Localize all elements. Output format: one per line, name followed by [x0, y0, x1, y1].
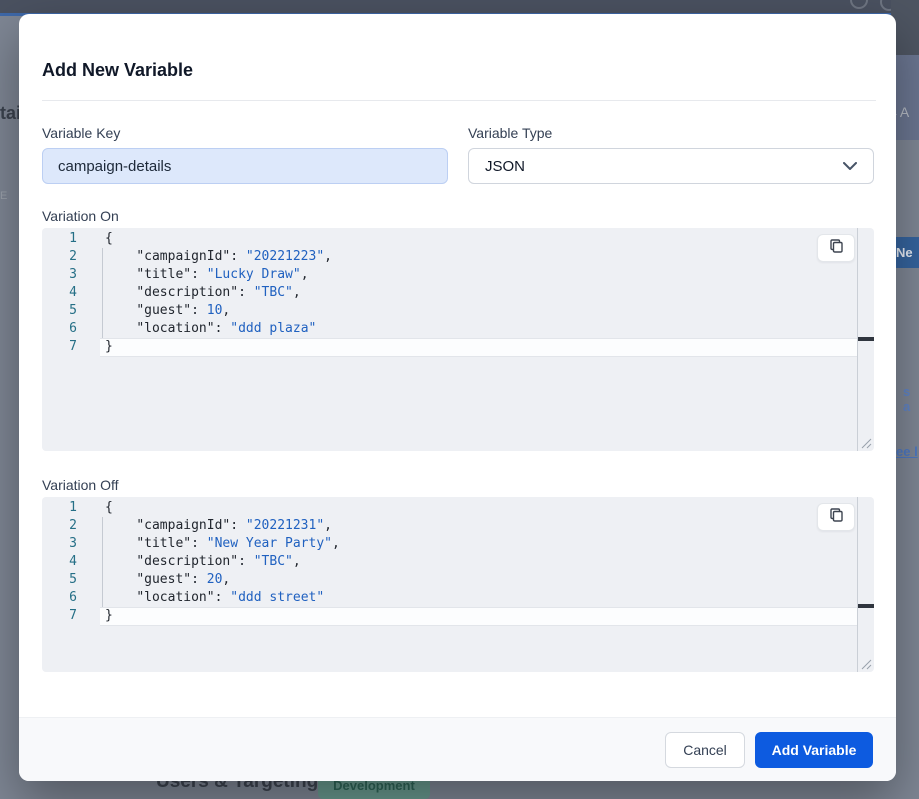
- background-topbar: [0, 0, 919, 13]
- scrollbar-thumb[interactable]: [858, 604, 874, 608]
- variation-off-label: Variation Off: [42, 477, 119, 493]
- line-number: 5: [69, 572, 77, 587]
- indent-guide: [102, 248, 103, 338]
- code-line: "description": "TBC",: [136, 285, 301, 300]
- variation-off-editor[interactable]: 1 2 3 4 5 6 7 { "campaignId": "20221231", "tit…: [42, 497, 874, 672]
- background-clipped-heading: tai: [0, 103, 22, 123]
- resize-grip[interactable]: [860, 437, 872, 449]
- variable-key-input[interactable]: [42, 148, 448, 184]
- code-line: "title": "Lucky Draw",: [136, 267, 309, 282]
- variation-on-editor[interactable]: 1 2 3 4 5 6 7 { "campaignId": "20221223", "tit…: [42, 228, 874, 451]
- line-number: 4: [69, 285, 77, 300]
- background-link: s a: [903, 384, 911, 414]
- variable-type-label: Variable Type: [468, 125, 553, 141]
- chevron-down-icon: [843, 161, 857, 171]
- code-line: "location": "ddd plaza": [136, 321, 317, 336]
- modal-title: Add New Variable: [42, 60, 194, 80]
- line-number: 6: [69, 590, 77, 605]
- code-line: }: [105, 608, 113, 623]
- copy-icon: [829, 507, 844, 527]
- scrollbar-thumb[interactable]: [858, 337, 874, 341]
- line-number: 7: [69, 339, 77, 354]
- code-line: "campaignId": "20221231",: [136, 518, 332, 533]
- line-number: 3: [69, 267, 77, 282]
- editor-gutter: 1 2 3 4 5 6 7: [42, 499, 77, 625]
- variable-type-select[interactable]: JSON: [468, 148, 874, 184]
- code-line: }: [105, 339, 113, 354]
- variation-on-label: Variation On: [42, 208, 119, 224]
- line-number: 1: [69, 231, 77, 246]
- line-number: 3: [69, 536, 77, 551]
- code-line: {: [105, 500, 113, 515]
- active-line-highlight: [100, 607, 858, 626]
- code-line: "guest": 20,: [136, 572, 231, 587]
- add-variable-button[interactable]: Add Variable: [755, 731, 873, 768]
- background-link: ee l: [896, 444, 918, 459]
- editor-code: { "campaignId": "20221231", "title": "Ne…: [105, 499, 854, 625]
- code-line: "guest": 10,: [136, 303, 231, 318]
- code-line: {: [105, 231, 113, 246]
- scrollbar-track: [857, 228, 858, 451]
- resize-grip[interactable]: [860, 658, 872, 670]
- background-clipped-label: E: [0, 190, 8, 202]
- background-new-button: Ne: [892, 237, 919, 268]
- code-line: "title": "New Year Party",: [136, 536, 340, 551]
- line-number: 1: [69, 500, 77, 515]
- line-number: 6: [69, 321, 77, 336]
- copy-button[interactable]: [817, 234, 855, 262]
- active-line-highlight: [100, 338, 858, 357]
- indent-guide: [102, 517, 103, 607]
- modal-footer: Cancel Add Variable: [19, 717, 896, 781]
- line-number: 5: [69, 303, 77, 318]
- line-number: 2: [69, 249, 77, 264]
- code-line: "campaignId": "20221223",: [136, 249, 332, 264]
- divider: [42, 100, 876, 101]
- line-number: 2: [69, 518, 77, 533]
- editor-gutter: 1 2 3 4 5 6 7: [42, 230, 77, 356]
- copy-icon: [829, 238, 844, 258]
- variable-type-value: JSON: [485, 157, 526, 175]
- add-variable-modal: Add New Variable Variable Key Variable T…: [19, 14, 896, 781]
- cancel-button[interactable]: Cancel: [665, 731, 745, 768]
- copy-button[interactable]: [817, 503, 855, 531]
- editor-code: { "campaignId": "20221223", "title": "Lu…: [105, 230, 854, 356]
- variable-key-label: Variable Key: [42, 125, 121, 141]
- line-number: 4: [69, 554, 77, 569]
- code-line: "description": "TBC",: [136, 554, 301, 569]
- scrollbar-track: [857, 497, 858, 672]
- code-line: "location": "ddd street": [136, 590, 325, 605]
- line-number: 7: [69, 608, 77, 623]
